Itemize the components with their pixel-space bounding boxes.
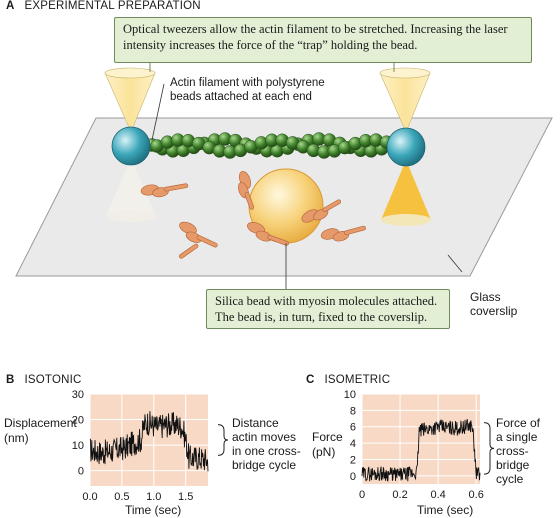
panel-b-letter: B bbox=[6, 374, 15, 386]
left-polystyrene-bead bbox=[111, 126, 151, 166]
actin-label-line2: beads attached at each end bbox=[170, 91, 312, 103]
actin-label-line1: Actin filament with polystyrene bbox=[170, 77, 325, 89]
x-tick-label: 1.5 bbox=[178, 491, 193, 503]
glass-label-leader bbox=[447, 254, 463, 273]
panel-c-annotation-line3: cross-bridge bbox=[496, 444, 530, 472]
panel-c-annotation-line2: a single bbox=[496, 430, 538, 444]
myosin-molecule bbox=[320, 225, 366, 242]
panel-b-annotation-line4: bridge cycle bbox=[232, 458, 297, 472]
displacement-brace bbox=[217, 424, 229, 456]
panel-c-letter: C bbox=[306, 374, 315, 386]
myosin-molecules bbox=[140, 171, 366, 259]
panel-b-annotation-line1: Distance bbox=[232, 416, 279, 430]
myosin-molecule bbox=[247, 222, 289, 246]
y-tick-label: 8 bbox=[350, 405, 356, 417]
myosin-molecule bbox=[237, 171, 255, 210]
panel-a-header: A EXPERIMENTAL PREPARATION bbox=[6, 0, 201, 12]
tweezers-callout: Optical tweezers allow the actin filamen… bbox=[114, 17, 532, 63]
y-tick-label: 10 bbox=[72, 440, 84, 452]
x-tick-label: 1.0 bbox=[146, 491, 161, 503]
panel-c-annotation-line4: cycle bbox=[496, 472, 524, 486]
panel-b-title: ISOTONIC bbox=[24, 374, 82, 386]
actin-label: Actin filament with polystyrene beads at… bbox=[170, 76, 325, 104]
tweezers-callout-text: Optical tweezers allow the actin filamen… bbox=[123, 22, 508, 52]
x-tick-label: 0.2 bbox=[392, 489, 407, 501]
panel-b-annotation-line3: in one cross- bbox=[232, 444, 301, 458]
myosin-molecule bbox=[140, 183, 189, 198]
panel-b-header: B ISOTONIC bbox=[6, 374, 82, 386]
plot-area bbox=[362, 394, 480, 484]
x-tick-label: 0.4 bbox=[430, 489, 445, 501]
panel-c-ylabel: Force (pN) bbox=[312, 430, 343, 460]
myosin-molecule bbox=[178, 243, 199, 259]
y-tick-label: 6 bbox=[350, 422, 356, 434]
panel-c-annotation-line1: Force of bbox=[496, 416, 541, 430]
right-polystyrene-bead bbox=[386, 127, 426, 167]
glass-label: Glass coverslip bbox=[470, 290, 517, 318]
y-tick-label: 30 bbox=[72, 389, 84, 401]
panel-b-ylabel-line2: (nm) bbox=[4, 431, 29, 445]
panel-b-xlabel: Time (sec) bbox=[125, 503, 182, 517]
x-tick-label: 0.5 bbox=[114, 491, 129, 503]
series-line bbox=[89, 411, 209, 472]
y-tick-label: 0 bbox=[350, 471, 356, 483]
panel-b-ylabel: Displacement (nm) bbox=[4, 416, 77, 446]
silica-callout-line2: The bead is, in turn, fixed to the cover… bbox=[215, 310, 428, 324]
panel-b-annotation: Distance actin moves in one cross- bridg… bbox=[232, 416, 301, 472]
panel-c-ylabel-line2: (pN) bbox=[312, 445, 336, 459]
x-tick-label: 0 bbox=[359, 489, 365, 501]
panel-b-ylabel-line1: Displacement bbox=[4, 416, 77, 430]
x-tick-label: 0.0 bbox=[82, 491, 97, 503]
panel-b-annotation-line2: actin moves bbox=[232, 430, 297, 444]
panel-a-title: EXPERIMENTAL PREPARATION bbox=[24, 0, 201, 12]
y-tick-label: 10 bbox=[344, 389, 356, 401]
panel-c-xlabel: Time (sec) bbox=[417, 503, 474, 517]
y-tick-label: 20 bbox=[72, 415, 84, 427]
panel-a-letter: A bbox=[6, 0, 15, 12]
panel-c-ylabel-line1: Force bbox=[312, 430, 343, 444]
right-trap-lower-cone bbox=[381, 160, 431, 220]
y-tick-label: 2 bbox=[350, 454, 356, 466]
panel-c-annotation: Force of a single cross-bridge cycle bbox=[496, 416, 560, 486]
x-tick-label: 0.6 bbox=[469, 489, 484, 501]
left-trap-lower-cone bbox=[106, 158, 156, 216]
glass-label-line1: Glass bbox=[470, 290, 501, 304]
glass-label-line2: coverslip bbox=[470, 304, 518, 318]
y-tick-label: 0 bbox=[78, 466, 84, 478]
silica-callout-line1: Silica bead with myosin molecules attach… bbox=[215, 294, 438, 308]
panel-c-title: ISOMETRIC bbox=[324, 374, 391, 386]
myosin-molecule bbox=[301, 199, 342, 223]
y-tick-label: 4 bbox=[350, 438, 356, 450]
force-brace bbox=[483, 422, 495, 475]
actin-label-leader bbox=[151, 83, 165, 141]
silica-callout: Silica bead with myosin molecules attach… bbox=[206, 289, 450, 329]
myosin-molecule bbox=[179, 221, 218, 248]
actin-filament bbox=[145, 132, 404, 159]
panel-c-header: C ISOMETRIC bbox=[306, 374, 390, 386]
series-line bbox=[361, 418, 481, 482]
